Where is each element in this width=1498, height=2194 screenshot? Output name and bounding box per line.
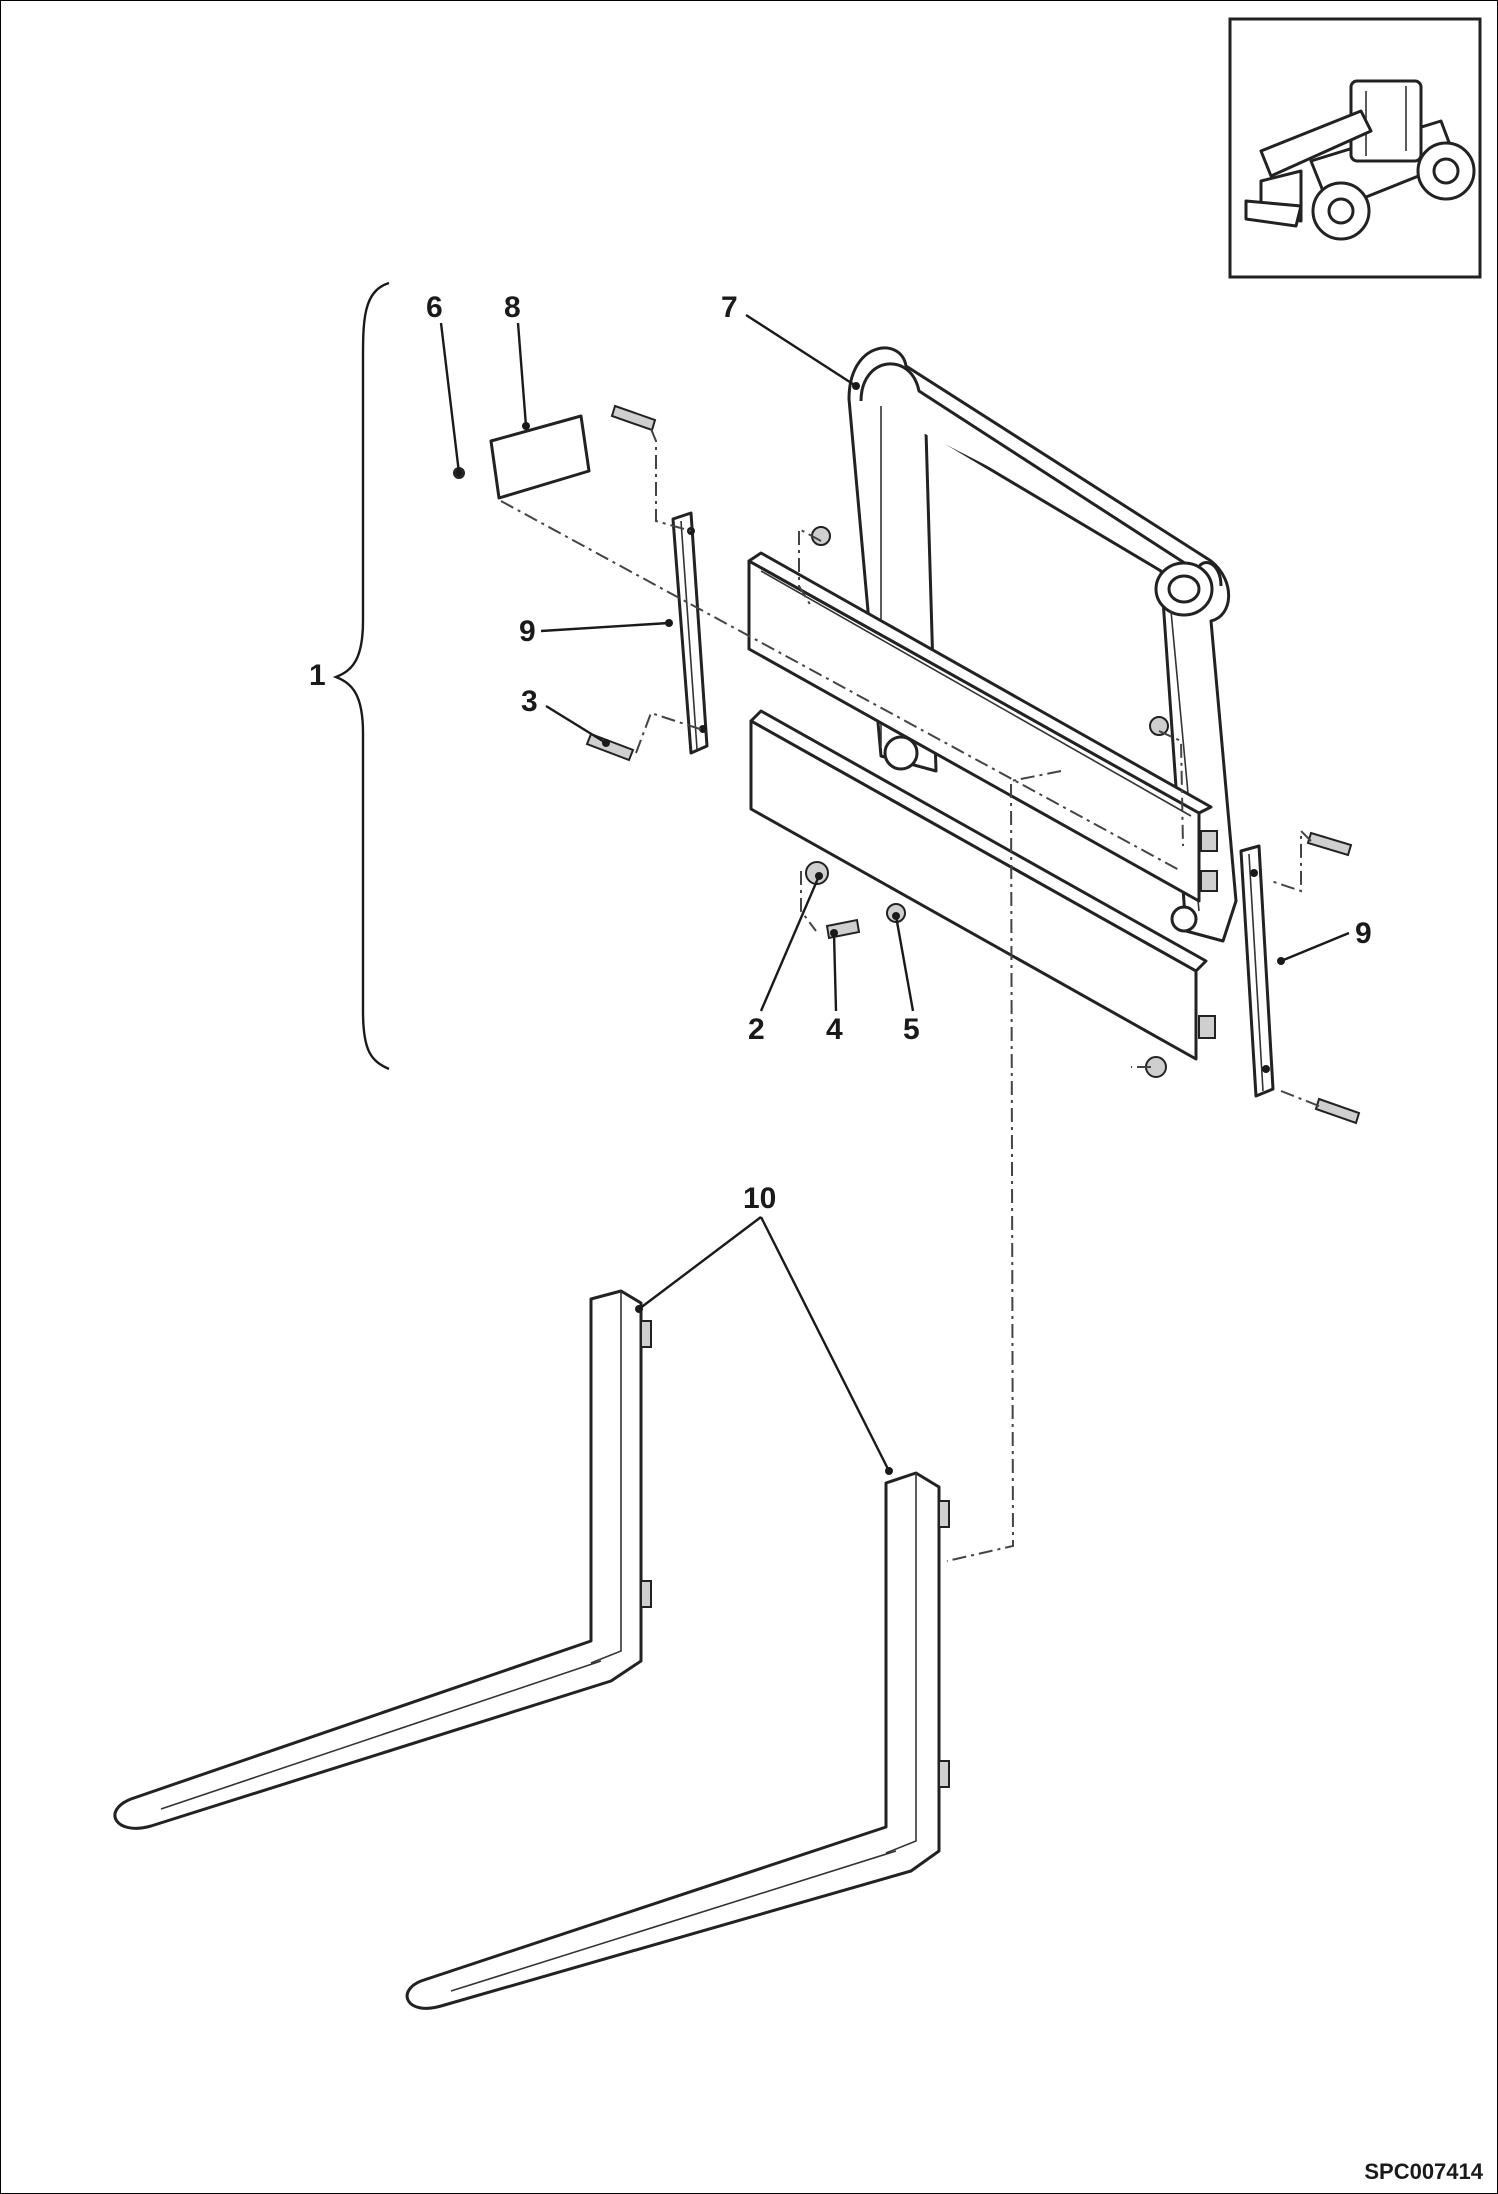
wear-strip-left [671,511,709,755]
telehandler-icon [1244,79,1476,241]
callout-9-left: 9 [519,615,536,648]
fork-tine-front [405,1471,950,2010]
assembly-lines [500,428,1320,1562]
callout-3: 3 [521,685,538,718]
callout-6: 6 [426,291,443,324]
machine-thumbnail [1228,17,1482,279]
assembly-brace [332,281,390,1071]
fork-tine-rear [113,1289,652,1830]
drawing-reference: SPC007414 [1364,2159,1483,2184]
decal-plate [489,414,591,500]
callout-10: 10 [743,1182,776,1215]
callout-4: 4 [826,1013,843,1046]
wear-strip-right [1239,844,1275,1098]
callout-2: 2 [748,1013,765,1046]
lower-bar [749,709,1216,1061]
callout-9-right: 9 [1355,917,1372,950]
callout-1: 1 [309,659,326,692]
leader-lines [439,313,1350,1475]
callout-7: 7 [721,291,738,324]
upper-plate [747,551,1218,903]
callout-8: 8 [504,291,521,324]
callout-5: 5 [903,1013,920,1046]
